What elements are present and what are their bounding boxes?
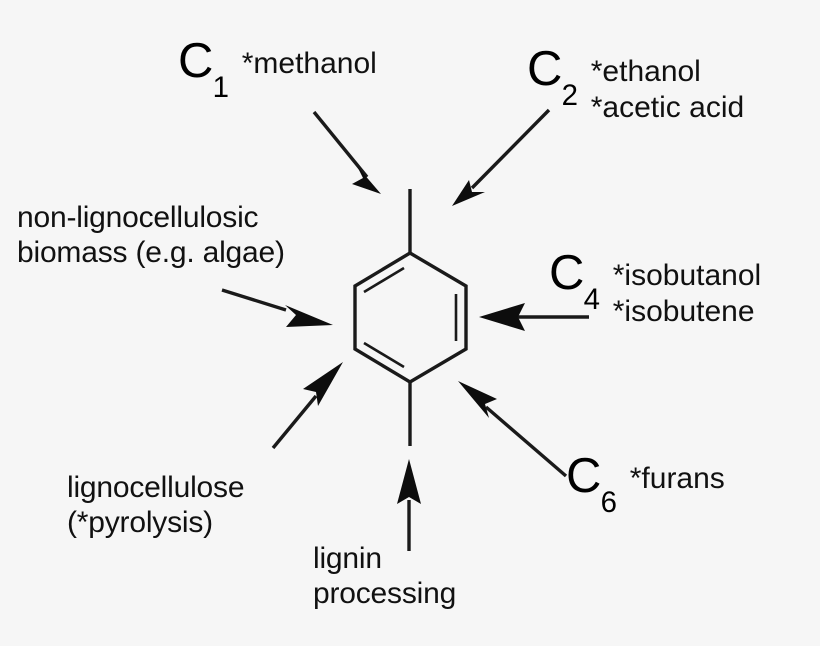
label-c4: C4 *isobutanol *isobutene (549, 246, 761, 330)
label-lignocellulose: lignocellulose (*pyrolysis) (67, 470, 245, 541)
non-lignocellulosic-biomass-line-0: non-lignocellulosic (17, 201, 259, 234)
c6-species-0: *furans (629, 462, 725, 495)
lignocellulose-line-1: (*pyrolysis) (67, 506, 213, 540)
double-bond-upper-left (363, 266, 405, 294)
lignin-processing-line-1: processing (313, 577, 457, 611)
lignocellulose-line-0: lignocellulose (67, 471, 245, 504)
c2-species-1: *acetic acid (590, 91, 745, 124)
c2-species-0: *ethanol (590, 55, 701, 88)
c6-species-list: *furans (630, 453, 725, 497)
double-bond-lower-left (363, 341, 405, 369)
arrow-c6 (458, 381, 568, 478)
c2-species-list: *ethanol *acetic acid (591, 46, 744, 126)
c4-species-0: *isobutanol (612, 259, 762, 292)
lignin-processing-line-0: lignin (313, 542, 382, 575)
c4-species-1: *isobutene (612, 295, 755, 328)
label-lignin-processing: lignin processing (313, 541, 456, 612)
benzene-double-bonds (363, 266, 458, 369)
non-lignocellulosic-biomass-line-1: biomass (e.g. algae) (17, 236, 285, 270)
label-c2: C2 *ethanol *acetic acid (527, 42, 744, 126)
c6-tag: C6 (566, 449, 617, 519)
c4-tag: C4 (549, 246, 600, 316)
c1-species-list: *methanol (242, 38, 377, 82)
benzene-ring (353, 189, 468, 446)
arrow-c1 (312, 110, 381, 194)
ring-outline (353, 251, 468, 384)
c1-species-0: *methanol (241, 47, 377, 80)
c4-species-list: *isobutanol *isobutene (613, 250, 761, 330)
arrow-non-lignocellulosic-biomass (221, 288, 333, 327)
arrow-c4 (479, 303, 589, 331)
label-c1: C1 *methanol (178, 34, 377, 104)
arrow-lignin-processing (397, 459, 421, 551)
c1-tag: C1 (178, 34, 229, 104)
c2-tag: C2 (527, 42, 578, 112)
label-non-lignocellulosic-biomass: non-lignocellulosic biomass (e.g. algae) (17, 200, 285, 271)
arrow-lignocellulose (271, 362, 343, 450)
label-c6: C6 *furans (566, 449, 725, 519)
arrow-c2 (452, 108, 551, 206)
